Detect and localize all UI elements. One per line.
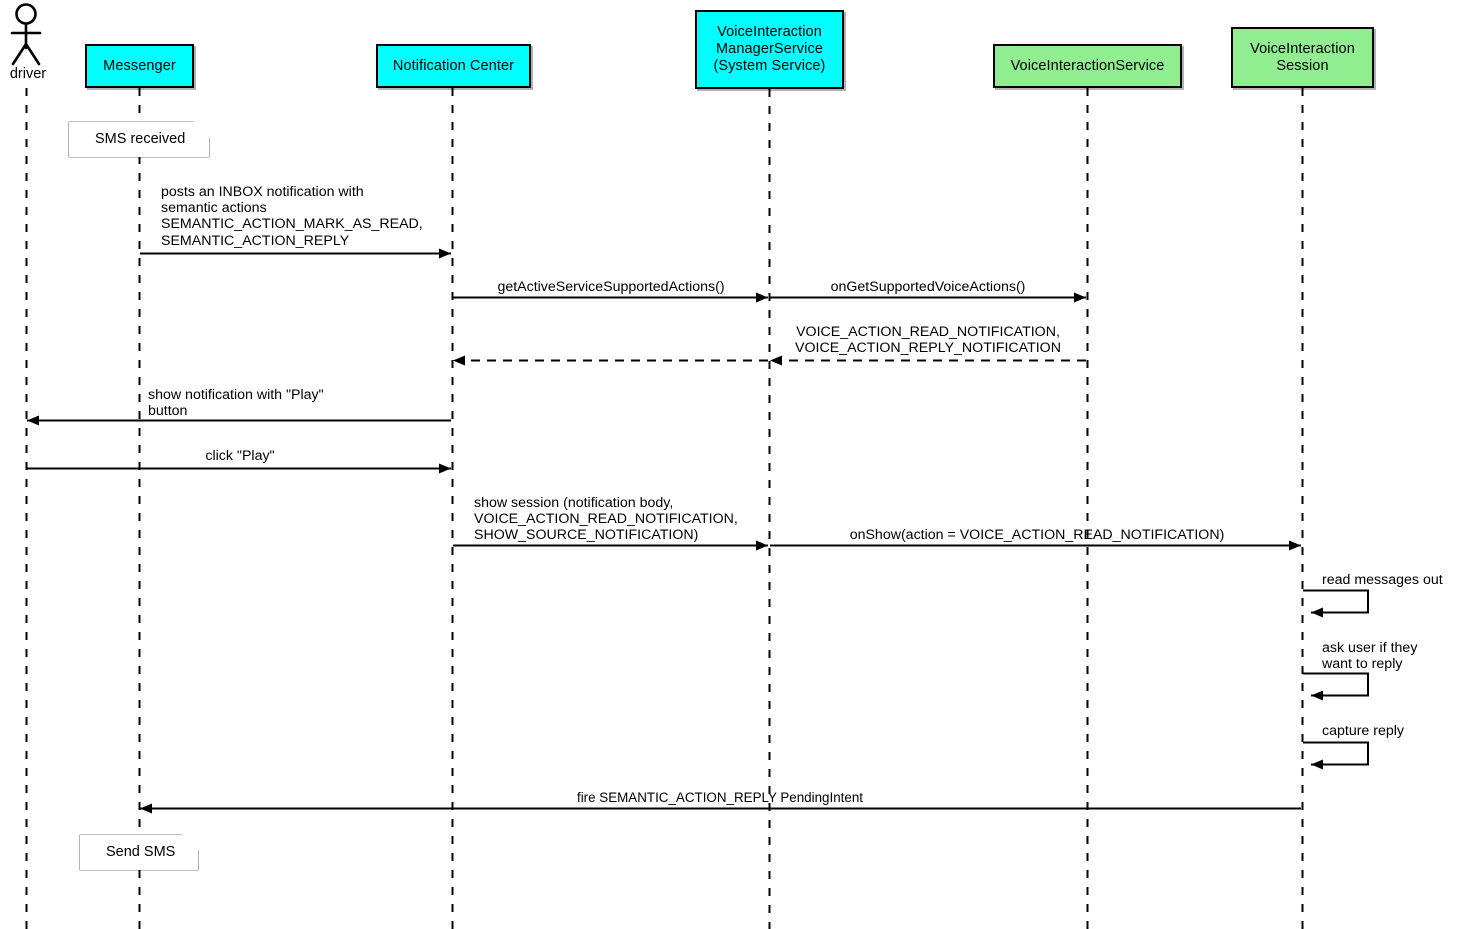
message-label-fire-semantic-action-reply: fire SEMANTIC_ACTION_REPLY PendingIntent bbox=[576, 790, 864, 805]
note-send-sms-text: Send SMS bbox=[106, 844, 176, 860]
message-label-click-play: click "Play" bbox=[205, 448, 275, 464]
self-message-label-read-messages-out: read messages out bbox=[1322, 572, 1443, 588]
actor-driver-label: driver bbox=[9, 66, 47, 82]
message-label-get-active-service-supported-actions: getActiveServiceSupportedActions() bbox=[497, 279, 725, 295]
participant-messenger[interactable]: Messenger bbox=[85, 44, 194, 88]
note-sms-received: SMS received bbox=[69, 122, 209, 157]
self-message-label-capture-reply: capture reply bbox=[1322, 723, 1405, 739]
participant-notification-center[interactable]: Notification Center bbox=[376, 44, 531, 88]
message-label-show-notification-with-play: show notification with "Play"button bbox=[148, 387, 324, 420]
self-message-arrow-self-read-messages-out bbox=[1303, 589, 1369, 618]
message-label-on-show: onShow(action = VOICE_ACTION_READ_NOTIFI… bbox=[849, 527, 1225, 543]
participant-voice-interaction-service-label: VoiceInteractionService bbox=[1010, 57, 1165, 74]
message-label-on-get-supported-voice-actions: onGetSupportedVoiceActions() bbox=[830, 279, 1026, 295]
note-sms-received-text: SMS received bbox=[95, 131, 186, 147]
actor-driver-figure bbox=[10, 3, 42, 66]
participant-voice-interaction-service[interactable]: VoiceInteractionService bbox=[993, 44, 1182, 88]
message-label-return-voice-actions: VOICE_ACTION_READ_NOTIFICATION,VOICE_ACT… bbox=[795, 324, 1061, 357]
message-label-show-session: show session (notification body,VOICE_AC… bbox=[474, 495, 738, 544]
self-message-arrow-self-capture-reply bbox=[1303, 741, 1369, 770]
participant-messenger-label: Messenger bbox=[103, 57, 176, 74]
note-send-sms: Send SMS bbox=[80, 835, 198, 870]
participant-notification-center-label: Notification Center bbox=[392, 57, 515, 74]
self-message-arrow-self-ask-user-if-reply bbox=[1303, 672, 1369, 701]
